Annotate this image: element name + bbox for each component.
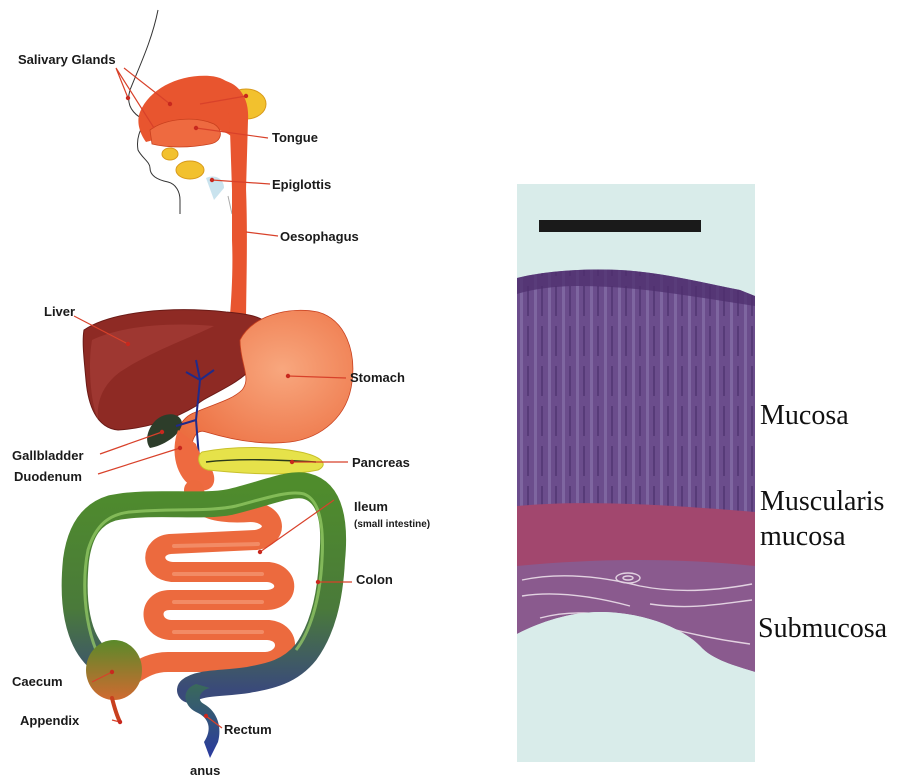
- label-liver: Liver: [44, 304, 75, 319]
- histology-micrograph: Mucosa Muscularis mucosa Submucosa: [517, 184, 888, 762]
- label-epiglottis: Epiglottis: [272, 177, 331, 192]
- appendix: [112, 698, 120, 722]
- label-duodenum: Duodenum: [14, 469, 82, 484]
- label-colon: Colon: [356, 572, 393, 587]
- salivary-gland-sublingual: [162, 148, 178, 160]
- scale-bar: [539, 220, 701, 232]
- neck-outline: [228, 196, 232, 214]
- label-ileum: Ileum: [354, 499, 388, 514]
- caecum: [86, 640, 142, 700]
- label-submucosa: Submucosa: [758, 613, 888, 644]
- label-caecum: Caecum: [12, 674, 63, 689]
- small-intestine: [130, 490, 285, 676]
- label-muscularis-line2: mucosa: [760, 521, 846, 552]
- label-gallbladder: Gallbladder: [12, 448, 84, 463]
- mucosa-layer: [517, 269, 755, 516]
- label-mucosa: Mucosa: [760, 400, 849, 431]
- label-salivary-glands: Salivary Glands: [18, 52, 116, 67]
- label-pancreas: Pancreas: [352, 455, 410, 470]
- anatomy-diagram: Salivary Glands Tongue Epiglottis Oesoph…: [12, 10, 430, 778]
- label-muscularis-line1: Muscularis: [760, 486, 884, 517]
- label-tongue: Tongue: [272, 130, 318, 145]
- label-anus: anus: [190, 763, 220, 778]
- label-oesophagus: Oesophagus: [280, 229, 359, 244]
- label-rectum: Rectum: [224, 722, 272, 737]
- label-ileum-note: (small intestine): [354, 519, 430, 530]
- label-stomach: Stomach: [350, 370, 405, 385]
- small-intestine-highlight: [174, 544, 262, 632]
- salivary-gland-submandibular: [176, 161, 204, 179]
- label-appendix: Appendix: [20, 713, 80, 728]
- muscularis-mucosa-layer: [517, 503, 755, 568]
